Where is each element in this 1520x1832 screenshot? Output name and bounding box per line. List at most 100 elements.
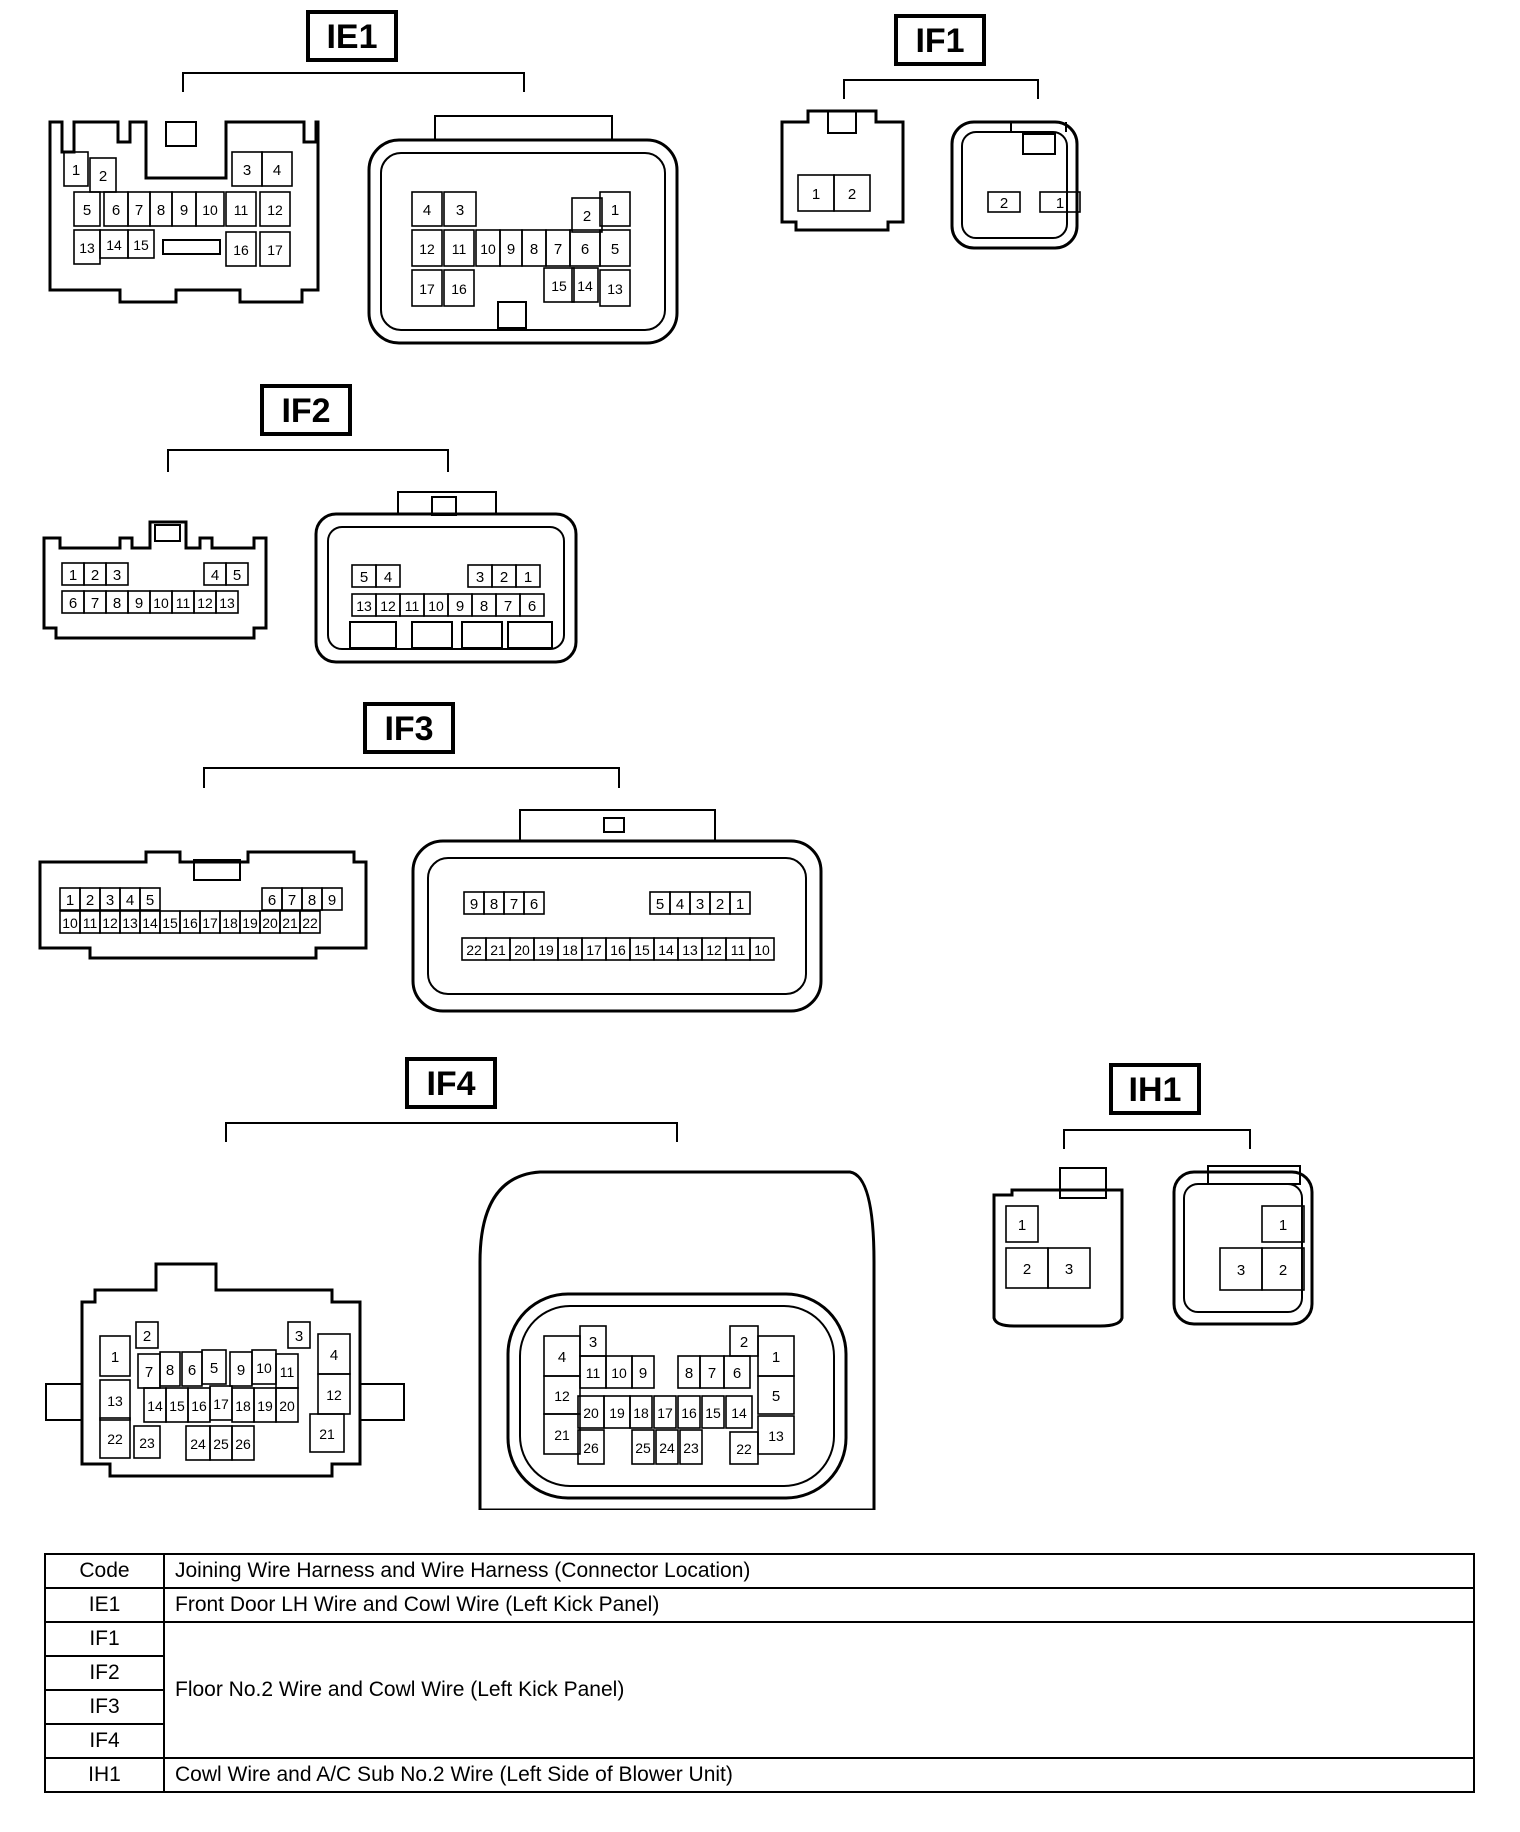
pin-number: 14 [731,1405,747,1421]
pin-number: 14 [106,237,122,253]
pin-number: 10 [611,1365,627,1381]
pin-number: 7 [135,202,143,219]
pin-number: 13 [219,595,235,611]
code-box-if1 [894,14,986,66]
pin-cell [411,229,443,267]
pin-cell [133,1425,161,1459]
code-box-if4 [405,1057,497,1109]
pin-number: 9 [237,1362,245,1379]
pin-number: 1 [611,202,619,219]
pin-number: 10 [428,598,444,614]
code-label-if2: IF2 [281,392,330,430]
pin-number: 10 [62,915,78,931]
pin-cell [231,1425,255,1461]
legend-header-row: Code Joining Wire Harness and Wire Harne… [44,1553,1475,1589]
pin-number: 11 [280,1364,295,1380]
pin-cell [729,1431,759,1465]
legend-row: IF3 [44,1689,1474,1725]
pin-number: 9 [328,892,336,909]
pin-number: 24 [659,1440,675,1456]
pin-number: 21 [554,1427,570,1443]
pin-number: 6 [530,896,538,913]
pin-cell [655,1429,679,1465]
pin-number: 21 [490,942,506,958]
pin-cell [725,1395,753,1429]
pin-number: 26 [235,1436,251,1452]
pin-cell [723,1355,751,1389]
pin-cell [215,590,239,614]
pin-number: 13 [79,240,95,256]
pin-number: 9 [639,1365,647,1382]
pin-number: 8 [685,1365,693,1382]
pin-number: 12 [554,1388,570,1404]
pin-number: 14 [142,915,158,931]
pin-number: 2 [99,168,107,185]
pin-number: 7 [145,1364,153,1381]
pin-cell [1261,1247,1305,1291]
pin-number: 8 [530,241,538,258]
legend-code: IF1 [44,1621,165,1657]
pin-cell [287,1321,311,1349]
pin-cell [139,887,161,911]
pin-number: 21 [319,1426,335,1442]
pin-number: 4 [423,202,431,219]
pin-number: 10 [256,1360,272,1376]
pin-number: 8 [166,1362,174,1379]
pin-number: 23 [683,1440,699,1456]
pin-number: 3 [1237,1262,1245,1279]
pin-cell [749,937,775,961]
pin-number: 17 [267,242,283,258]
pin-number: 1 [1056,195,1064,212]
pin-number: 10 [153,595,169,611]
pin-number: 7 [708,1365,716,1382]
pin-number: 19 [538,942,554,958]
pin-cell [259,231,291,267]
pin-number: 3 [476,569,484,586]
pin-number: 4 [126,892,134,909]
legend-code: IF2 [44,1655,165,1691]
pin-cell [299,910,321,934]
pin-number: 1 [69,567,77,584]
pin-number: 25 [213,1436,229,1452]
code-label-if1: IF1 [915,22,964,60]
pin-number: 15 [634,942,650,958]
pin-number: 26 [583,1440,599,1456]
pin-cell [99,1417,131,1459]
pin-number: 14 [577,278,593,294]
pin-cell [599,229,631,267]
pin-number: 6 [69,595,77,612]
pin-number: 17 [586,942,602,958]
pin-number: 11 [405,598,420,614]
pin-cell [1039,191,1081,213]
pin-number: 1 [111,1349,119,1366]
pin-number: 5 [360,569,368,586]
pin-number: 9 [180,202,188,219]
pin-number: 3 [589,1334,597,1351]
pin-number: 6 [528,598,536,615]
code-label-if3: IF3 [384,710,433,748]
pin-number: 11 [176,595,191,611]
pin-number: 1 [772,1349,780,1366]
pin-number: 5 [83,202,91,219]
pin-number: 2 [86,892,94,909]
pin-cell [631,1355,655,1389]
pin-number: 2 [848,186,856,203]
pin-number: 3 [295,1328,303,1345]
pin-cell [259,191,291,227]
pin-number: 22 [736,1441,752,1457]
pin-number: 22 [466,942,482,958]
pin-number: 11 [452,241,467,257]
pin-number: 9 [135,595,143,612]
legend-row: IH1 Cowl Wire and A/C Sub No.2 Wire (Lef… [44,1757,1475,1793]
pin-number: 11 [83,915,98,931]
pin-number: 8 [490,896,498,913]
pin-cell [181,1351,203,1387]
pin-number: 13 [356,598,372,614]
pin-number: 2 [91,567,99,584]
pin-number: 17 [202,915,218,931]
pin-cell [411,269,443,307]
pin-cell [275,1387,299,1423]
pin-cell [127,229,155,259]
pin-cell [679,1429,703,1465]
